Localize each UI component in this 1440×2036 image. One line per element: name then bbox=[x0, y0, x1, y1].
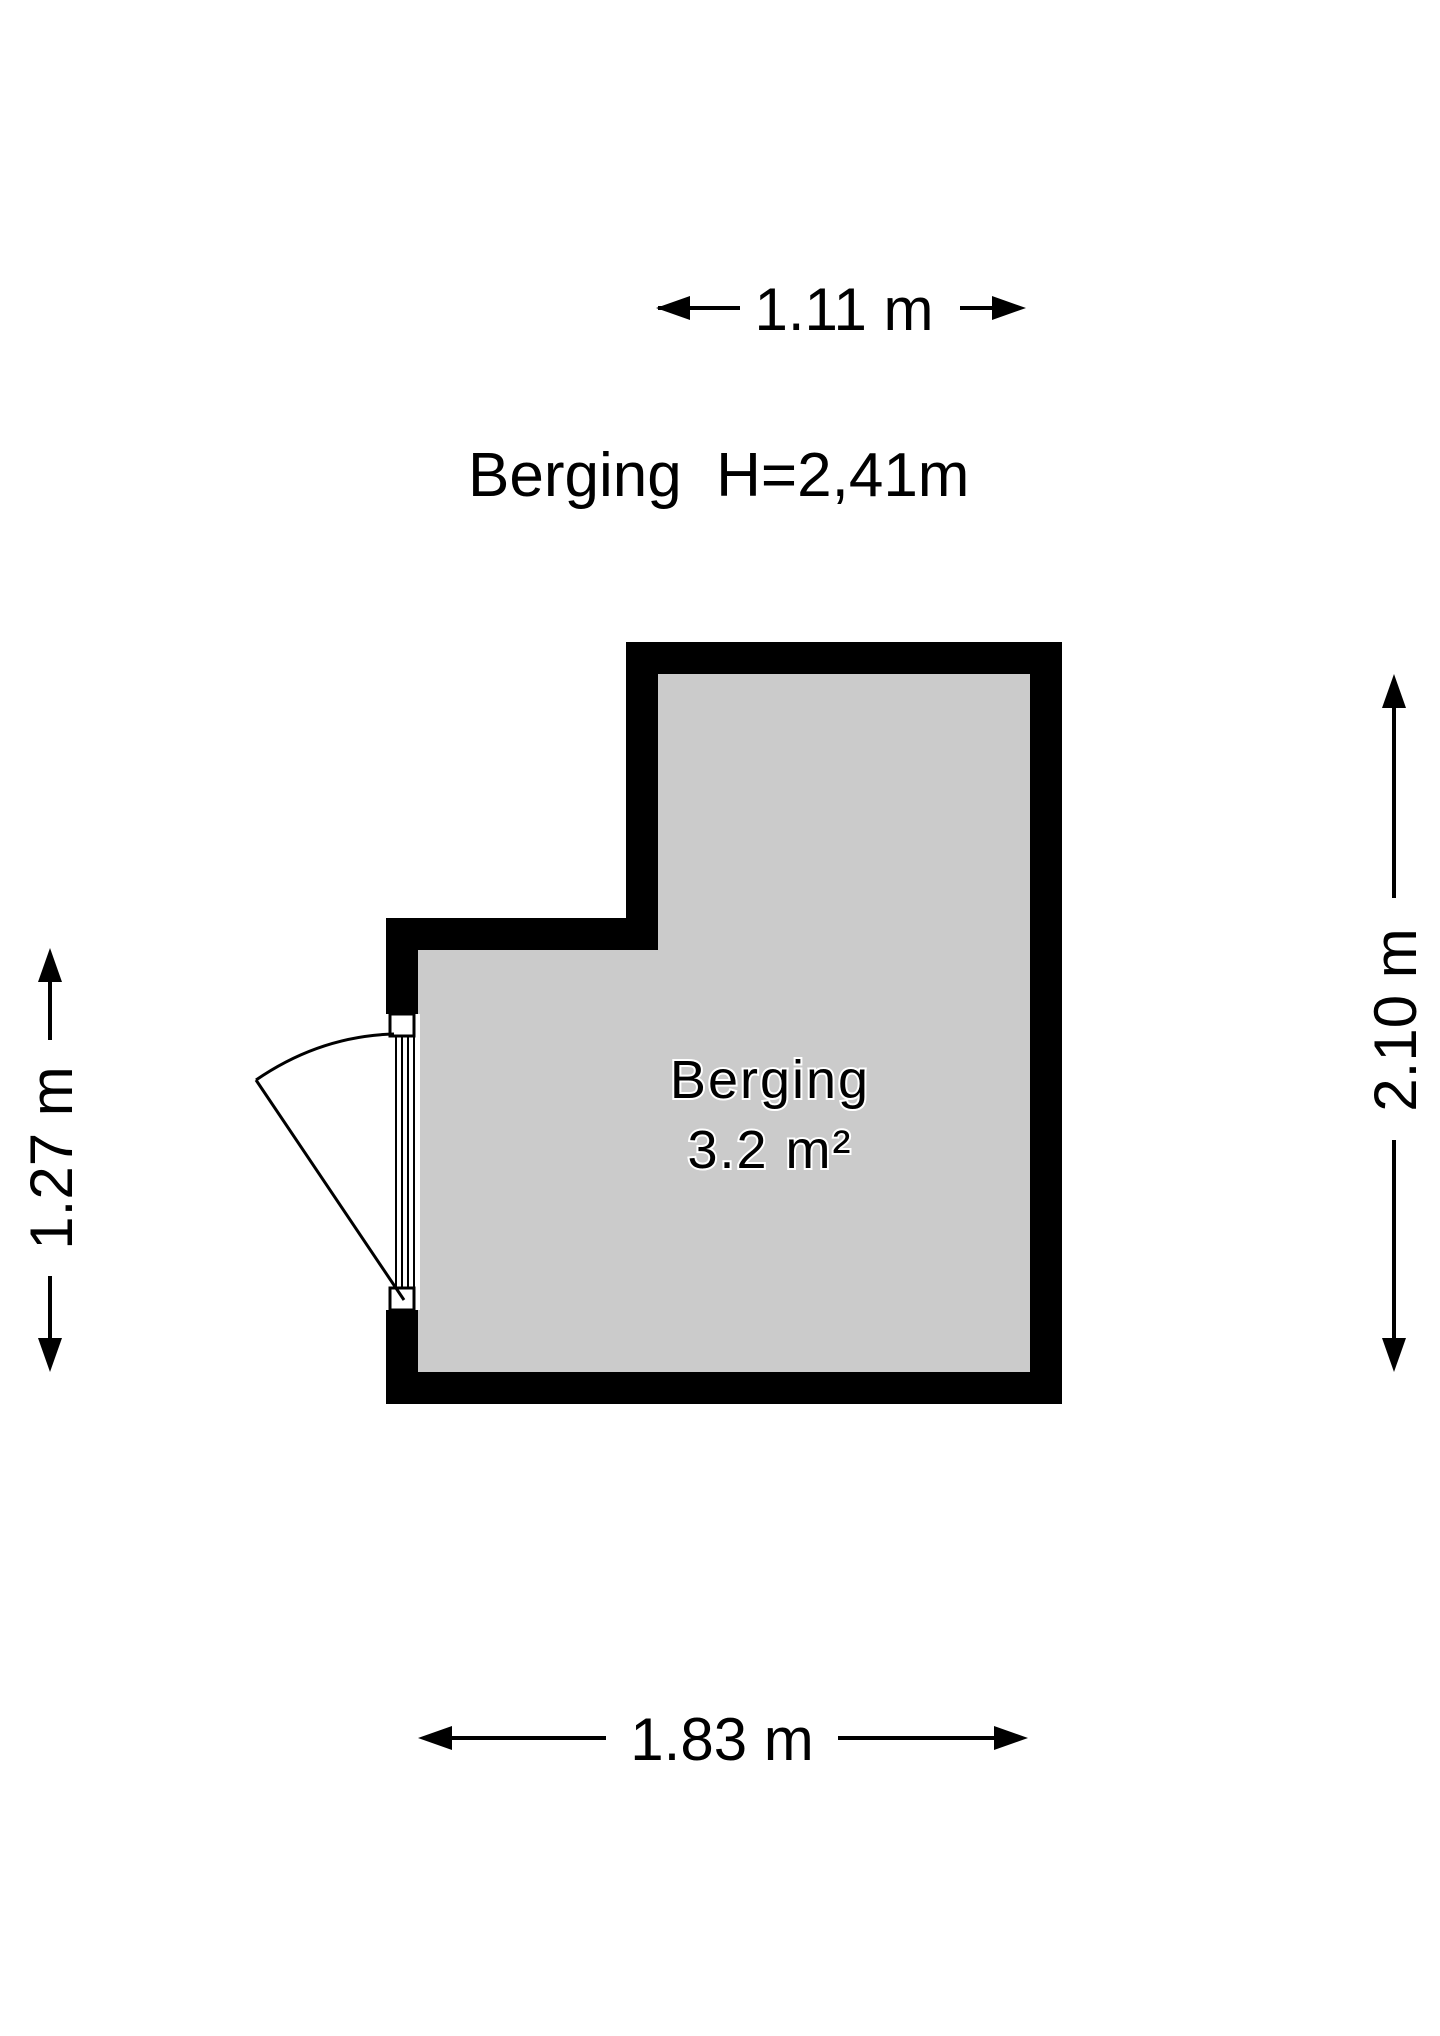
dimension-left-height: 1.27 m bbox=[18, 948, 85, 1372]
arrowhead-down-icon bbox=[38, 1338, 62, 1372]
arrowhead-left-icon bbox=[418, 1726, 452, 1750]
arrowhead-up-icon bbox=[1382, 674, 1406, 708]
dimension-label-top: 1.11 m bbox=[755, 276, 934, 343]
dimension-label-left: 1.27 m bbox=[18, 1066, 85, 1249]
door-leaf bbox=[254, 1079, 406, 1301]
dimension-label-right: 2.10 m bbox=[1362, 928, 1429, 1111]
arrowhead-left-icon bbox=[656, 296, 690, 320]
dimension-top-width: 1.11 m bbox=[656, 276, 1026, 343]
dimension-bottom-width: 1.83 m bbox=[418, 1706, 1028, 1773]
room-title: Berging H=2,41m bbox=[468, 441, 969, 510]
room-area-label: 3.2 m² bbox=[687, 1120, 852, 1180]
room-name-label: Berging bbox=[670, 1050, 870, 1110]
arrowhead-down-icon bbox=[1382, 1338, 1406, 1372]
arrowhead-up-icon bbox=[38, 948, 62, 982]
door bbox=[254, 1012, 420, 1312]
arrowhead-right-icon bbox=[994, 1726, 1028, 1750]
dimension-label-bottom: 1.83 m bbox=[630, 1706, 813, 1773]
door-swing-arc bbox=[255, 1032, 395, 1082]
arrowhead-right-icon bbox=[992, 296, 1026, 320]
room-floor bbox=[418, 674, 1030, 1372]
dimension-right-height: 2.10 m bbox=[1362, 674, 1429, 1372]
